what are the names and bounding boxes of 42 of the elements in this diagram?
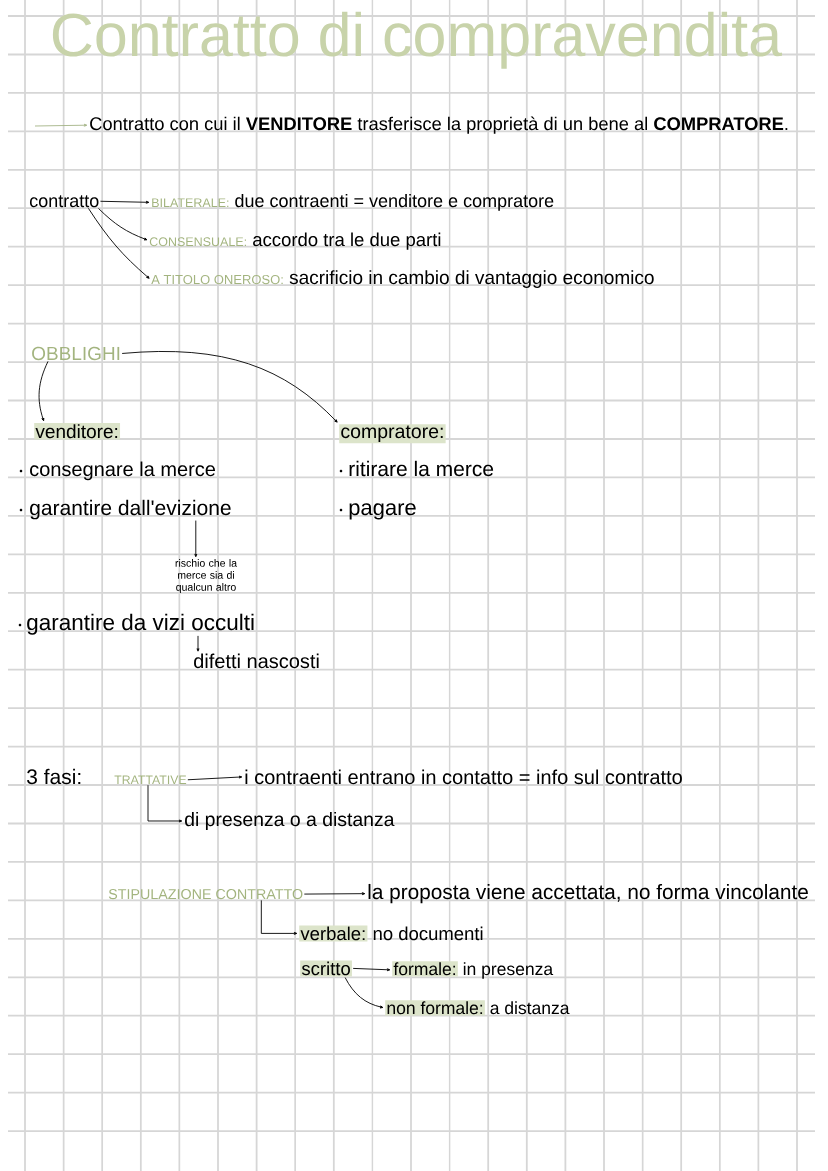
node-label: in presenza (463, 962, 554, 979)
curved-arrow (98, 207, 148, 241)
note-text: difetti nascosti (194, 653, 319, 669)
explanation-text: i contraenti entrano in contatto = info sul contratto (245, 769, 682, 785)
elbow-arrow (260, 899, 298, 935)
title: Contratto di compravendita (52, 11, 783, 69)
node-label: a distanza (490, 1001, 570, 1015)
feature-text: CONSENSUALE: accordo tra le due parti (149, 232, 441, 250)
list-item: garantire dall'evizione (30, 499, 231, 520)
definition-text: Contratto con cui il VENDITORE trasferisce la proprietà di un bene al COMPRATORE. (90, 116, 788, 134)
arrow (194, 520, 198, 558)
phase-label: STIPULAZIONE CONTRATTO (108, 889, 303, 900)
section-heading: OBBLIGHI (32, 346, 120, 361)
explanation-text: di presenza o a distanza (185, 811, 395, 831)
section-label: 3 fasi: (27, 768, 81, 785)
elbow-arrow (147, 784, 183, 823)
list-item: consegnare la merce (30, 461, 216, 481)
highlighted-term: venditore: (34, 423, 121, 440)
arrow (100, 200, 150, 204)
concept-label: contratto (29, 195, 99, 208)
curved-arrow (38, 360, 49, 422)
curved-arrow (121, 351, 338, 423)
highlighted-definition: formale: in presenza (392, 961, 554, 979)
arrow (303, 892, 366, 896)
highlighted-term: compratore: (339, 424, 446, 444)
curved-arrow (88, 207, 150, 279)
phase-label: TRATTATIVE (114, 775, 187, 784)
list-item: pagare (349, 503, 416, 520)
explanation-text: la proposta viene accettata, no forma vincolante (368, 883, 808, 904)
feature-text: A TITOLO ONEROSO: sacrificio in cambio di vantaggio economico (151, 270, 654, 288)
curved-arrow (344, 977, 384, 1009)
arrow (187, 775, 243, 781)
note-text: rischio che la merce sia di qualcun altro (175, 559, 238, 593)
list-item: garantire da vizi occulti (27, 613, 254, 635)
feature-text: BILATERALE: due contraenti = venditore e compratore (152, 193, 554, 211)
arrow (352, 967, 391, 972)
highlighted-definition: verbale: no documenti (299, 925, 483, 942)
node-label: no documenti (373, 926, 483, 941)
highlighted-term: scritto (300, 960, 352, 977)
arrow (196, 635, 200, 652)
highlighted-definition: non formale: a distanza (385, 1000, 570, 1016)
arrow (34, 123, 88, 127)
